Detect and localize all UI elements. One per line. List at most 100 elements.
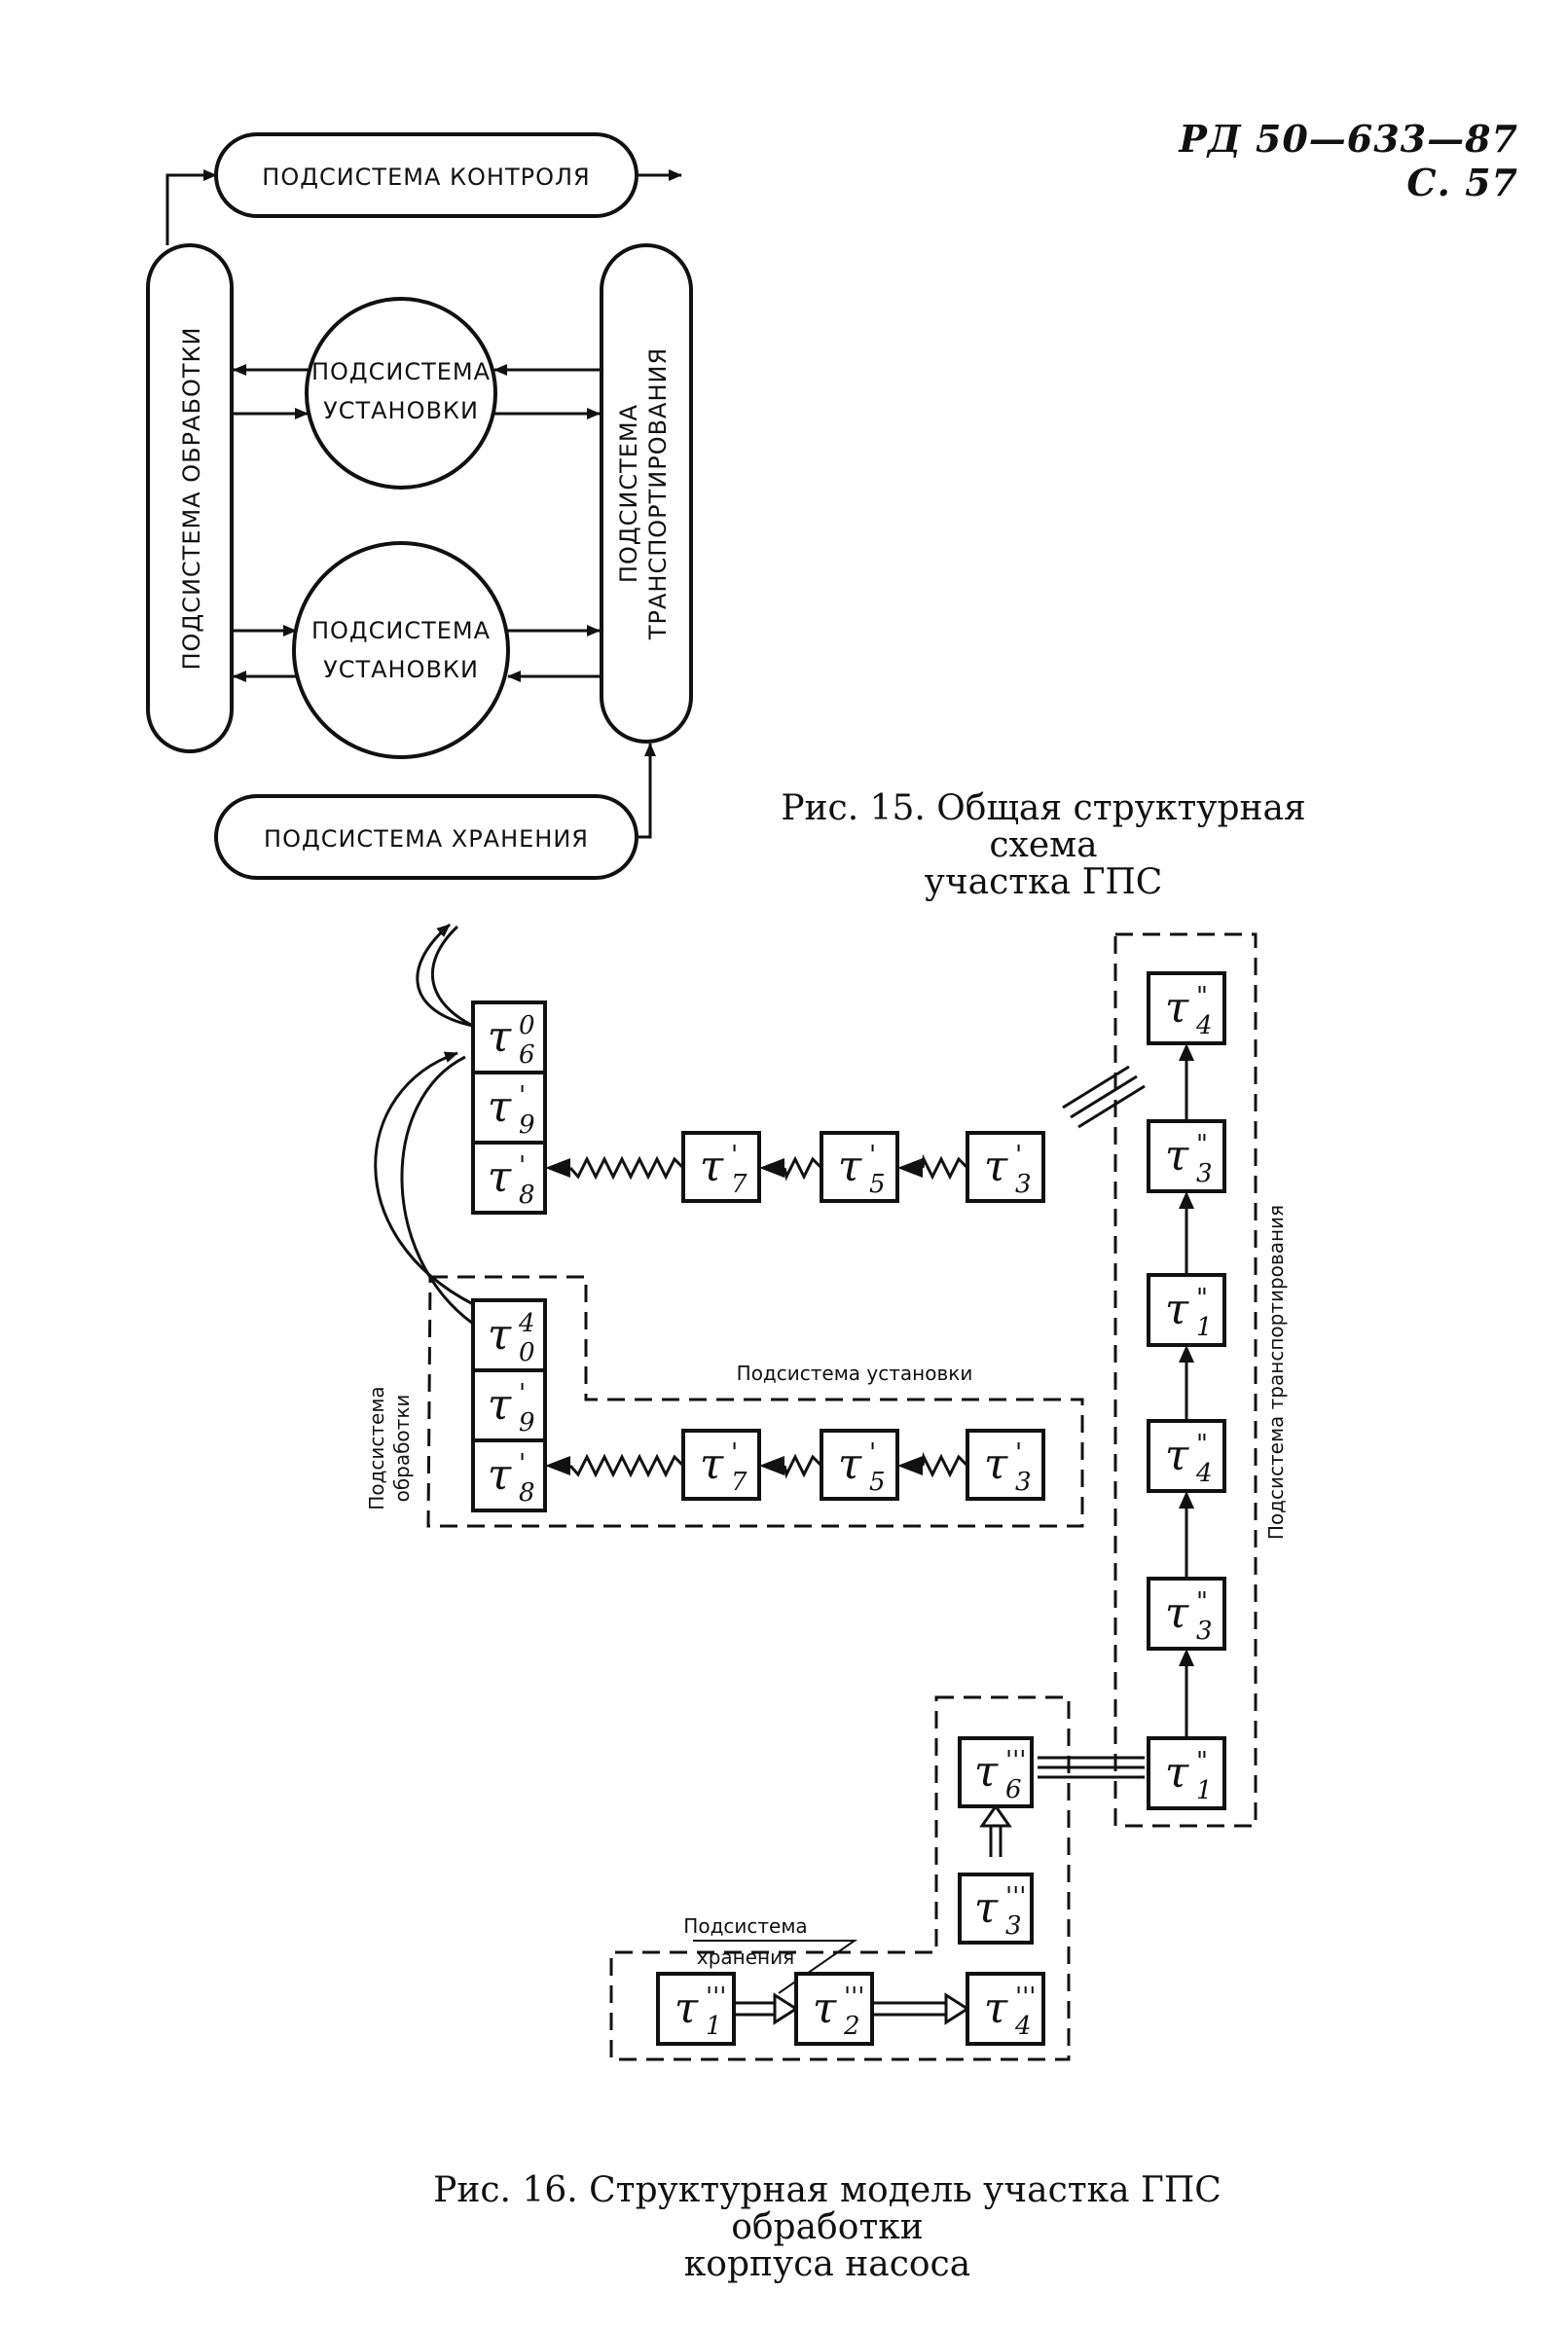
upper-processing-box-2-superscript: ' [519,1081,526,1110]
transport-box-1-symbol: τ [1165,983,1189,1033]
transport-box-4-superscript: " [1196,1430,1208,1459]
storage-to-transport-arrow [637,743,656,839]
upper-install-box-2: τ'5 [820,1131,899,1203]
transport-box-1: τ"4 [1147,971,1226,1045]
transport-box-3-symbol: τ [1165,1285,1189,1334]
transport-subsystem-label-line2: ТРАНСПОРТИРОВАНИЯ [644,347,672,640]
upper-processing-box-3-subscript: 8 [519,1181,535,1210]
install-subsystem-top-node: ПОДСИСТЕМА УСТАНОВКИ [305,297,497,490]
page-header: РД 50—633—87 С. 57 [1179,117,1518,204]
fig15-diagram: ПОДСИСТЕМА КОНТРОЛЯ ПОДСИСТЕМА ОБРАБОТКИ… [146,132,693,880]
lower-processing-box-1-symbol: τ [488,1310,512,1360]
curved-arrow-lower-inner [400,1055,474,1326]
lower-processing-box-3-symbol: τ [488,1450,512,1500]
lower-spring-3 [897,1451,969,1478]
lower-processing-box-1-subscript: 0 [519,1338,535,1367]
fig15-caption-line1: Рис. 15. Общая структурная схема [781,788,1306,865]
lower-processing-box-3-subscript: 8 [519,1478,535,1508]
control-subsystem-node: ПОДСИСТЕМА КОНТРОЛЯ [214,132,638,218]
install-region-label: Подсистема установки [737,1362,973,1385]
storage-row-box-1-superscript: ''' [706,1982,726,2012]
storage-column-box-1-superscript: ''' [1005,1746,1026,1775]
curved-arrow-upper [416,923,474,1028]
storage-row-box-3-symbol: τ [984,1983,1008,2033]
lower-install-box-2-subscript: 5 [869,1468,886,1497]
upper-processing-box-1-subscript: 6 [519,1040,535,1070]
lower-install-box-3-symbol: τ [984,1439,1008,1489]
storage-region-label-line2: хранения [697,1946,794,1969]
storage-column-box-2-superscript: ''' [1005,1882,1026,1911]
transport-box-3-superscript: " [1196,1284,1208,1313]
upper-install-box-3-superscript: ' [1015,1141,1022,1170]
upper-install-box-3-symbol: τ [984,1142,1008,1191]
lower-install-box-3-superscript: ' [1015,1438,1022,1468]
storage-row-box-3: τ '''4 [966,1972,1045,2046]
fig16-caption-line2: корпуса насоса [683,2243,971,2284]
install-top-label-line1: ПОДСИСТЕМА [311,358,491,385]
upper-install-box-1: τ'7 [681,1131,761,1203]
transport-box-6-superscript: " [1196,1747,1208,1776]
lower-processing-box-2-symbol: τ [488,1380,512,1430]
upper-processing-box-1-symbol: τ [488,1012,512,1062]
processing-subsystem-node: ПОДСИСТЕМА ОБРАБОТКИ [146,243,234,753]
storage-row-box-3-superscript: ''' [1015,1982,1036,2012]
lower-install-box-1-superscript: ' [731,1438,738,1468]
upper-processing-box-3-symbol: τ [488,1152,512,1202]
storage-row-box-3-subscript: 4 [1014,2012,1032,2041]
transport-box-1-superscript: " [1196,982,1208,1011]
control-subsystem-label: ПОДСИСТЕМА КОНТРОЛЯ [262,164,590,191]
transport-box-2: τ"3 [1147,1119,1226,1193]
transport-box-2-subscript: 3 [1196,1159,1213,1188]
fig15-connectors [165,169,682,839]
upper-install-box-1-subscript: 7 [731,1170,748,1199]
storage-column-box-1-symbol: τ [974,1747,999,1797]
transport-box-1-subscript: 4 [1195,1011,1213,1040]
transport-box-6: τ"1 [1147,1736,1226,1810]
storage-row-box-1-subscript: 1 [706,2012,722,2041]
transport-box-3-subscript: 1 [1196,1313,1213,1342]
storage-column-box-1: τ'''6 [958,1736,1034,1808]
lower-processing-box-2: τ'9 [471,1368,547,1442]
processing-region-label-line1: Подсистема [365,1386,388,1510]
install-top-label-line2: УСТАНОВКИ [323,397,479,424]
install-subsystem-bottom-node: ПОДСИСТЕМА УСТАНОВКИ [292,541,510,759]
transport-subsystem-node: ПОДСИСТЕМА ТРАНСПОРТИРОВАНИЯ [600,243,693,744]
lower-spring-2 [759,1453,823,1479]
fig15-caption-line2: участка ГПС [924,861,1163,902]
transport-box-5-superscript: " [1196,1587,1208,1617]
lower-processing-box-3-superscript: ' [519,1449,526,1478]
transport-box-4-subscript: 4 [1195,1459,1213,1488]
upper-install-box-3: τ'3 [966,1131,1045,1203]
upper-install-box-1-superscript: ' [731,1141,738,1170]
lower-install-box-2-symbol: τ [838,1439,862,1489]
storage-column-box-2: τ'''3 [958,1873,1034,1945]
processing-to-control-arrow [165,169,217,245]
storage-row-box-2-subscript: 2 [843,2012,860,2041]
transport-box-5: τ"3 [1147,1577,1226,1651]
processing-subsystem-label: ПОДСИСТЕМА ОБРАБОТКИ [178,327,205,671]
storage-column-box-2-symbol: τ [974,1883,999,1933]
storage-subsystem-node: ПОДСИСТЕМА ХРАНЕНИЯ [214,794,638,880]
upper-processing-box-1-superscript: 0 [519,1011,535,1040]
upper-spring-1 [545,1155,685,1181]
upper-install-box-2-symbol: τ [838,1142,862,1191]
transport-box-6-subscript: 1 [1196,1776,1213,1805]
transport-region [1113,932,1258,1828]
lower-install-box-1: τ'7 [681,1429,761,1501]
transport-arrow-5-head [1179,1649,1194,1666]
lower-install-box-2-superscript: ' [869,1438,876,1468]
upper-processing-box-2-subscript: 9 [519,1110,535,1140]
transport-arrow-3-head [1179,1345,1194,1363]
transport-box-5-subscript: 3 [1196,1617,1213,1646]
lower-install-box-3: τ'3 [966,1429,1045,1501]
lower-install-box-1-subscript: 7 [731,1468,748,1497]
transport-box-4: τ"4 [1147,1419,1226,1493]
upper-processing-box-2: τ'9 [471,1071,547,1145]
lower-processing-box-2-superscript: ' [519,1379,526,1408]
fig16-caption-line1: Рис. 16. Структурная модель участка ГПС … [433,2170,1222,2247]
